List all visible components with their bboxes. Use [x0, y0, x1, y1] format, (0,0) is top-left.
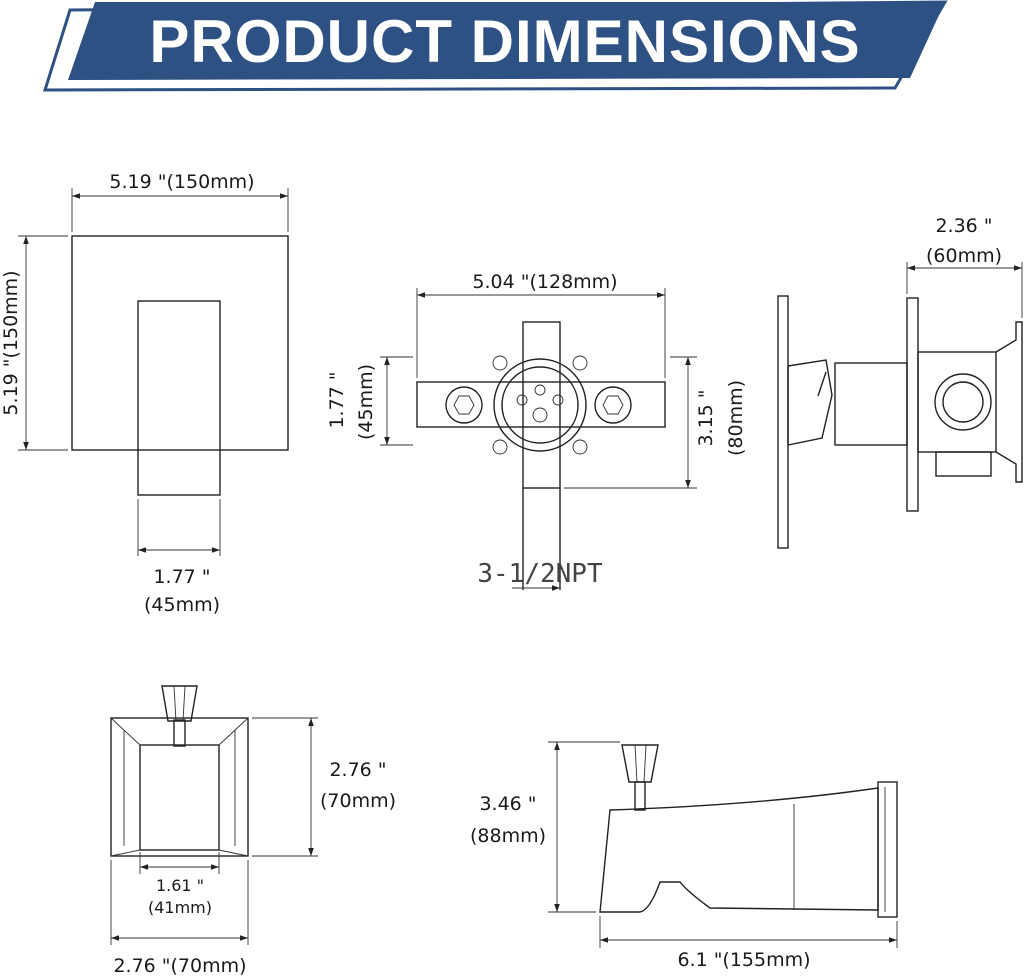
diverter-view: 2.76 " (70mm) 1.61 " (41mm) 2.76 "(70mm)	[110, 685, 396, 977]
diverter-height-in: 2.76 "	[329, 759, 386, 781]
valve-left-height-in: 1.77 "	[326, 371, 348, 428]
spout-view: 3.46 " (88mm) 6.1 "(155mm)	[470, 741, 898, 971]
spout-height-in: 3.46 "	[479, 793, 536, 815]
valve-width-label: 5.04 "(128mm)	[472, 271, 617, 293]
spout-flange	[877, 781, 898, 918]
spout-length-label: 6.1 "(155mm)	[677, 949, 810, 971]
trim-width-label: 5.19 "(150mm)	[109, 171, 254, 193]
diverter-inner	[139, 744, 220, 851]
diverter-height-mm: (70mm)	[320, 790, 396, 812]
trim-height-label: 5.19 "(150mm)	[0, 270, 22, 415]
side-handle	[787, 359, 833, 446]
diverter-outer	[110, 717, 249, 857]
diverter-knob	[161, 685, 198, 722]
side-cartridge	[834, 362, 908, 446]
side-outlet	[935, 451, 992, 477]
spout-height-mm: (88mm)	[470, 825, 546, 847]
trim-plate-view: 5.19 "(150mm) 5.19 "(150mm) 1.77 " (45mm…	[0, 171, 289, 616]
valve-vertical-pipe	[522, 321, 561, 489]
valve-front-view: 5.04 "(128mm) 1.77 " (45mm) 3.15 " (80mm…	[326, 271, 747, 591]
page-title: PRODUCT DIMENSIONS	[149, 8, 860, 75]
valve-side-view: 2.36 " (60mm)	[777, 215, 1023, 549]
thread-label: 3-1/2NPT	[477, 559, 603, 589]
diverter-inner-mm: (41mm)	[148, 898, 212, 917]
side-depth-in: 2.36 "	[935, 215, 992, 237]
side-valve-body	[917, 351, 997, 453]
diverter-width-label: 2.76 "(70mm)	[113, 955, 246, 977]
valve-horizontal-pipe	[416, 381, 666, 428]
side-depth-mm: (60mm)	[926, 245, 1002, 267]
valve-right-height-in: 3.15 "	[695, 389, 717, 446]
trim-handle	[137, 300, 221, 496]
diverter-inner-in: 1.61 "	[156, 876, 204, 895]
valve-left-height-mm: (45mm)	[355, 364, 377, 440]
side-wall-plate	[777, 295, 789, 549]
spout-knob	[621, 744, 659, 783]
side-mount-plate	[906, 297, 919, 512]
header-banner: PRODUCT DIMENSIONS	[42, 0, 948, 92]
valve-right-height-mm: (80mm)	[725, 380, 747, 456]
trim-plate-outline	[71, 235, 289, 451]
handle-width-mm: (45mm)	[144, 594, 220, 616]
valve-body	[493, 358, 587, 452]
spout-body	[599, 787, 879, 913]
handle-width-in: 1.77 "	[153, 566, 210, 588]
side-bracket	[995, 321, 1023, 483]
banner-fill	[68, 2, 945, 80]
